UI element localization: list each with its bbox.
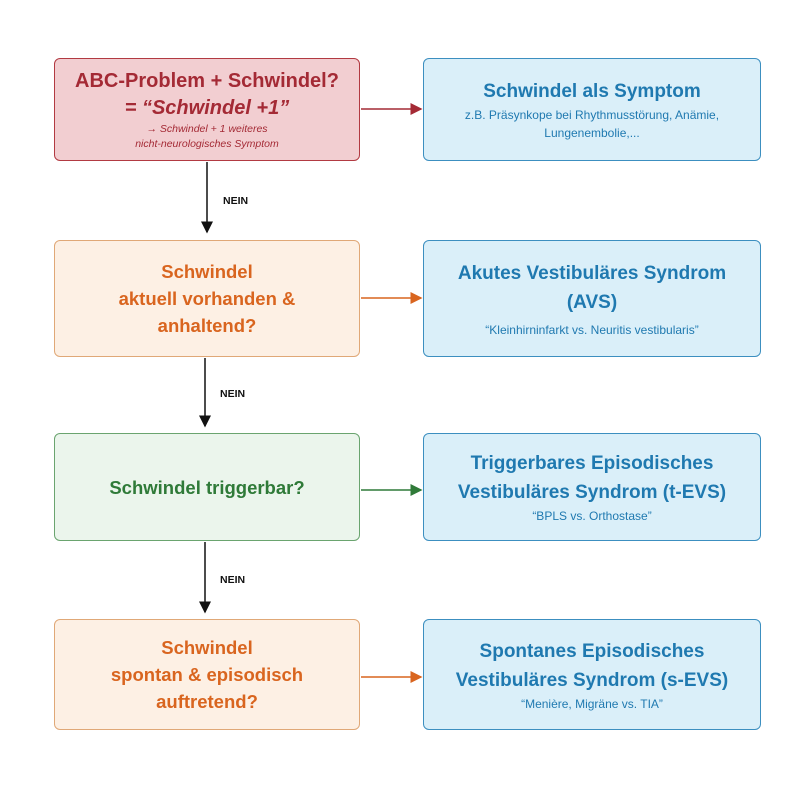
result-title: (AVS) — [566, 291, 618, 313]
question-line: ABC-Problem + Schwindel? — [75, 69, 339, 92]
result-detail: “BPLS vs. Orthostase” — [532, 509, 652, 523]
question-aktuell-anhaltend: Schwindel aktuell vorhanden & anhaltend? — [54, 240, 360, 357]
result-detail: z.B. Präsynkope bei Rhythmusstörung, Anä… — [464, 108, 720, 122]
result-t-evs: Triggerbares Episodisches Vestibuläres S… — [423, 433, 761, 541]
question-triggerbar: Schwindel triggerbar? — [54, 433, 360, 541]
result-s-evs: Spontanes Episodisches Vestibuläres Synd… — [423, 619, 761, 730]
result-title: Spontanes Episodisches — [479, 640, 705, 662]
question-abc-problem: ABC-Problem + Schwindel? = “Schwindel +1… — [54, 58, 360, 161]
question-line: Schwindel triggerbar? — [109, 476, 305, 498]
result-title: Triggerbares Episodisches — [470, 453, 714, 474]
result-detail: “Kleinhirninfarkt vs. Neuritis vestibula… — [485, 322, 699, 337]
result-detail: Lungenembolie,... — [544, 126, 640, 140]
question-spontan-episodisch: Schwindel spontan & episodisch auftreten… — [54, 619, 360, 730]
connector-label-nein: NEIN — [223, 195, 249, 207]
question-line: Schwindel — [161, 637, 253, 658]
result-schwindel-als-symptom: Schwindel als Symptom z.B. Präsynkope be… — [423, 58, 761, 161]
result-title: Vestibuläres Syndrom (s-EVS) — [455, 669, 729, 691]
result-title: Akutes Vestibuläres Syndrom — [457, 262, 727, 284]
question-line: spontan & episodisch — [110, 664, 304, 685]
question-line: anhaltend? — [157, 315, 257, 336]
question-line: = “Schwindel +1” — [124, 96, 290, 119]
connector-label-nein: NEIN — [220, 388, 246, 400]
result-avs: Akutes Vestibuläres Syndrom (AVS) “Klein… — [423, 240, 761, 357]
result-title: Schwindel als Symptom — [483, 81, 701, 102]
question-note: nicht-neurologisches Symptom — [135, 137, 279, 150]
question-line: Schwindel — [161, 261, 253, 282]
question-line: auftretend? — [156, 691, 258, 712]
connector-label-nein: NEIN — [220, 574, 246, 586]
result-title: Vestibuläres Syndrom (t-EVS) — [457, 482, 727, 503]
question-line: aktuell vorhanden & — [118, 288, 296, 309]
result-detail: “Menière, Migräne vs. TIA” — [521, 696, 663, 711]
question-note: → Schwindel + 1 weiteres — [146, 122, 268, 135]
